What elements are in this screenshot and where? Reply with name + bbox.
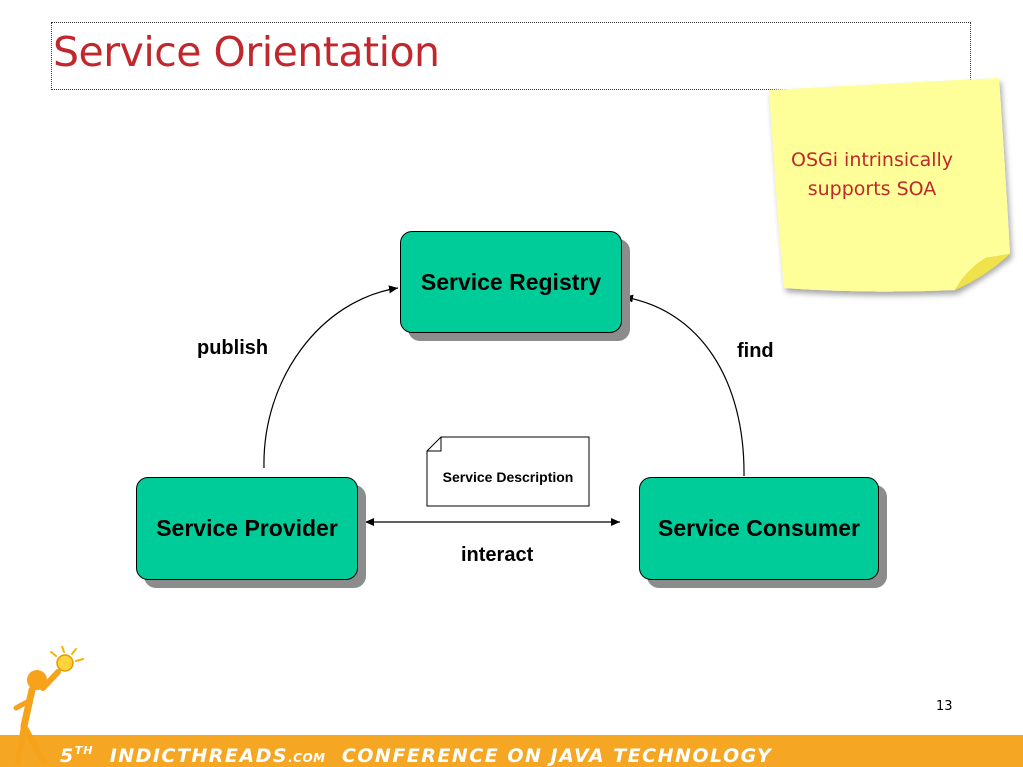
service-description-document (426, 436, 590, 507)
sticky-note-text: OSGi intrinsically supports SOA (776, 146, 968, 204)
publish-arrow (263, 285, 399, 469)
footer-conference-title: 5TH INDICTHREADS.COM CONFERENCE ON JAVA … (60, 736, 773, 767)
title-placeholder-frame (51, 22, 971, 90)
service-description-label: Service Description (442, 469, 574, 485)
stick-figure-holding-lightbulb-icon (13, 646, 84, 765)
service-registry-node: Service Registry (400, 231, 622, 333)
slide-title: Service Orientation (53, 28, 440, 76)
interact-label: interact (461, 544, 534, 566)
footer-brand-suffix: .COM (288, 751, 326, 765)
sticky-note-line-1: OSGi intrinsically (790, 149, 954, 171)
footer-number: 5 (60, 745, 75, 767)
service-consumer-label: Service Consumer (658, 515, 860, 541)
sticky-note-line-2: supports SOA (807, 178, 937, 200)
service-registry-label: Service Registry (420, 268, 602, 295)
find-arrow (623, 294, 745, 477)
footer-ordinal: TH (74, 744, 94, 757)
service-provider-label: Service Provider (156, 515, 338, 541)
service-provider-node: Service Provider (136, 477, 358, 580)
footer-rest: CONFERENCE ON JAVA TECHNOLOGY (341, 745, 773, 767)
service-consumer-node: Service Consumer (639, 477, 879, 580)
publish-label: publish (197, 337, 269, 359)
footer-bar (0, 735, 1023, 767)
page-number: 13 (936, 699, 953, 714)
footer-brand: INDICTHREADS (109, 745, 289, 767)
sticky-note (769, 78, 1011, 292)
find-label: find (737, 340, 774, 362)
